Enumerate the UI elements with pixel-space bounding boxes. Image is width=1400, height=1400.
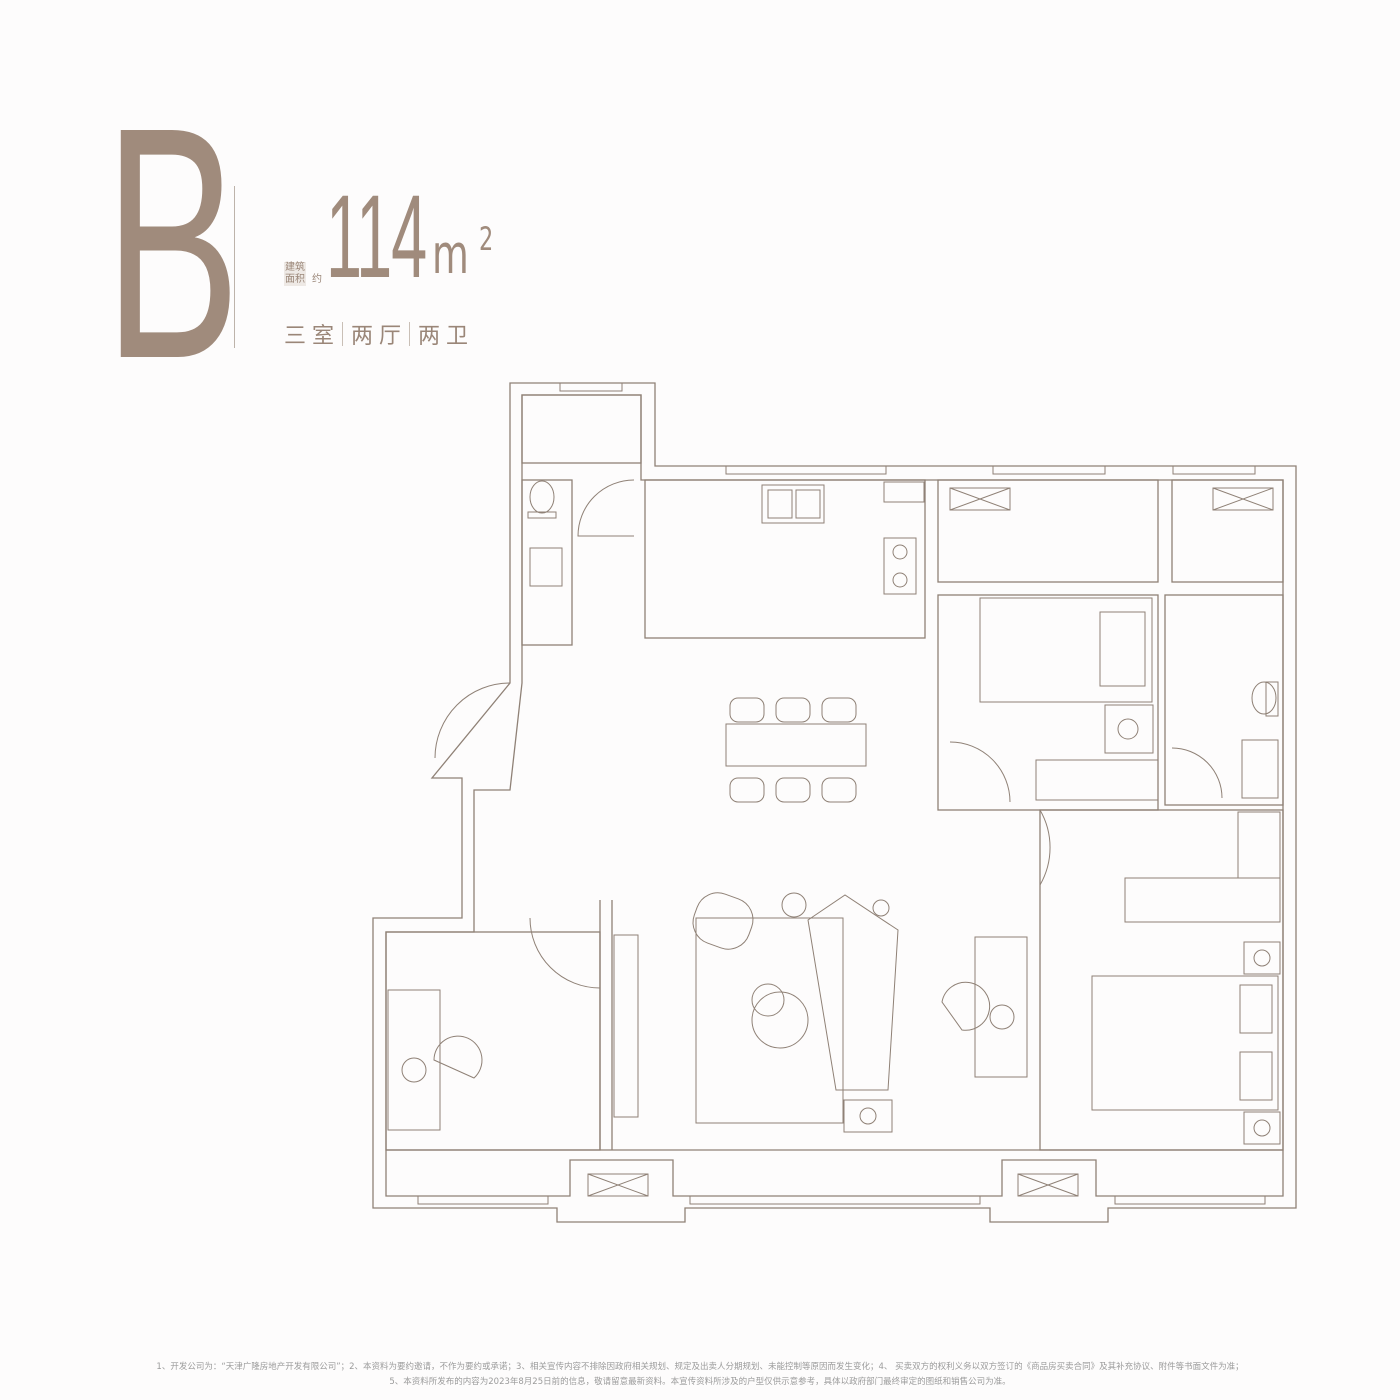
interior-walls — [385, 394, 1284, 1151]
dining-set — [725, 697, 867, 803]
disclaimer-line-1: 1、开发公司为：“天津广隆房地产开发有限公司”；2、本资料为要约邀请，不作为要约… — [156, 1362, 1244, 1372]
area-label: 建筑 面积 约 — [284, 262, 322, 286]
living-room-furniture — [613, 892, 899, 1133]
header-divider — [234, 186, 235, 348]
area-approx: 约 — [312, 274, 322, 285]
bathroom-fixtures — [527, 480, 1279, 799]
doors — [434, 479, 1223, 989]
layout-living: 两厅 — [351, 324, 408, 349]
disclaimer-line-2: 5、本资料所发布的内容为2023年8月25日前的信息，敬请留意最新资料。本宣传资… — [389, 1377, 1011, 1387]
ac-units — [587, 487, 1274, 1197]
area-unit-sup: 2 — [479, 220, 494, 258]
area-label-line2: 面积 — [284, 274, 306, 286]
unit-type-letter: B — [104, 58, 240, 427]
area-unit: m — [432, 223, 469, 286]
layout-bathrooms: 两卫 — [418, 324, 475, 349]
layout-bedrooms: 三室 — [284, 324, 341, 349]
area-label-line1: 建筑 — [284, 262, 306, 274]
kitchen-fixtures — [761, 481, 925, 595]
room-layout: 三室 两厅 两卫 — [284, 318, 474, 350]
bedroom-furniture — [387, 597, 1281, 1145]
area-value: 114 — [326, 171, 427, 303]
windows — [417, 382, 1266, 1205]
